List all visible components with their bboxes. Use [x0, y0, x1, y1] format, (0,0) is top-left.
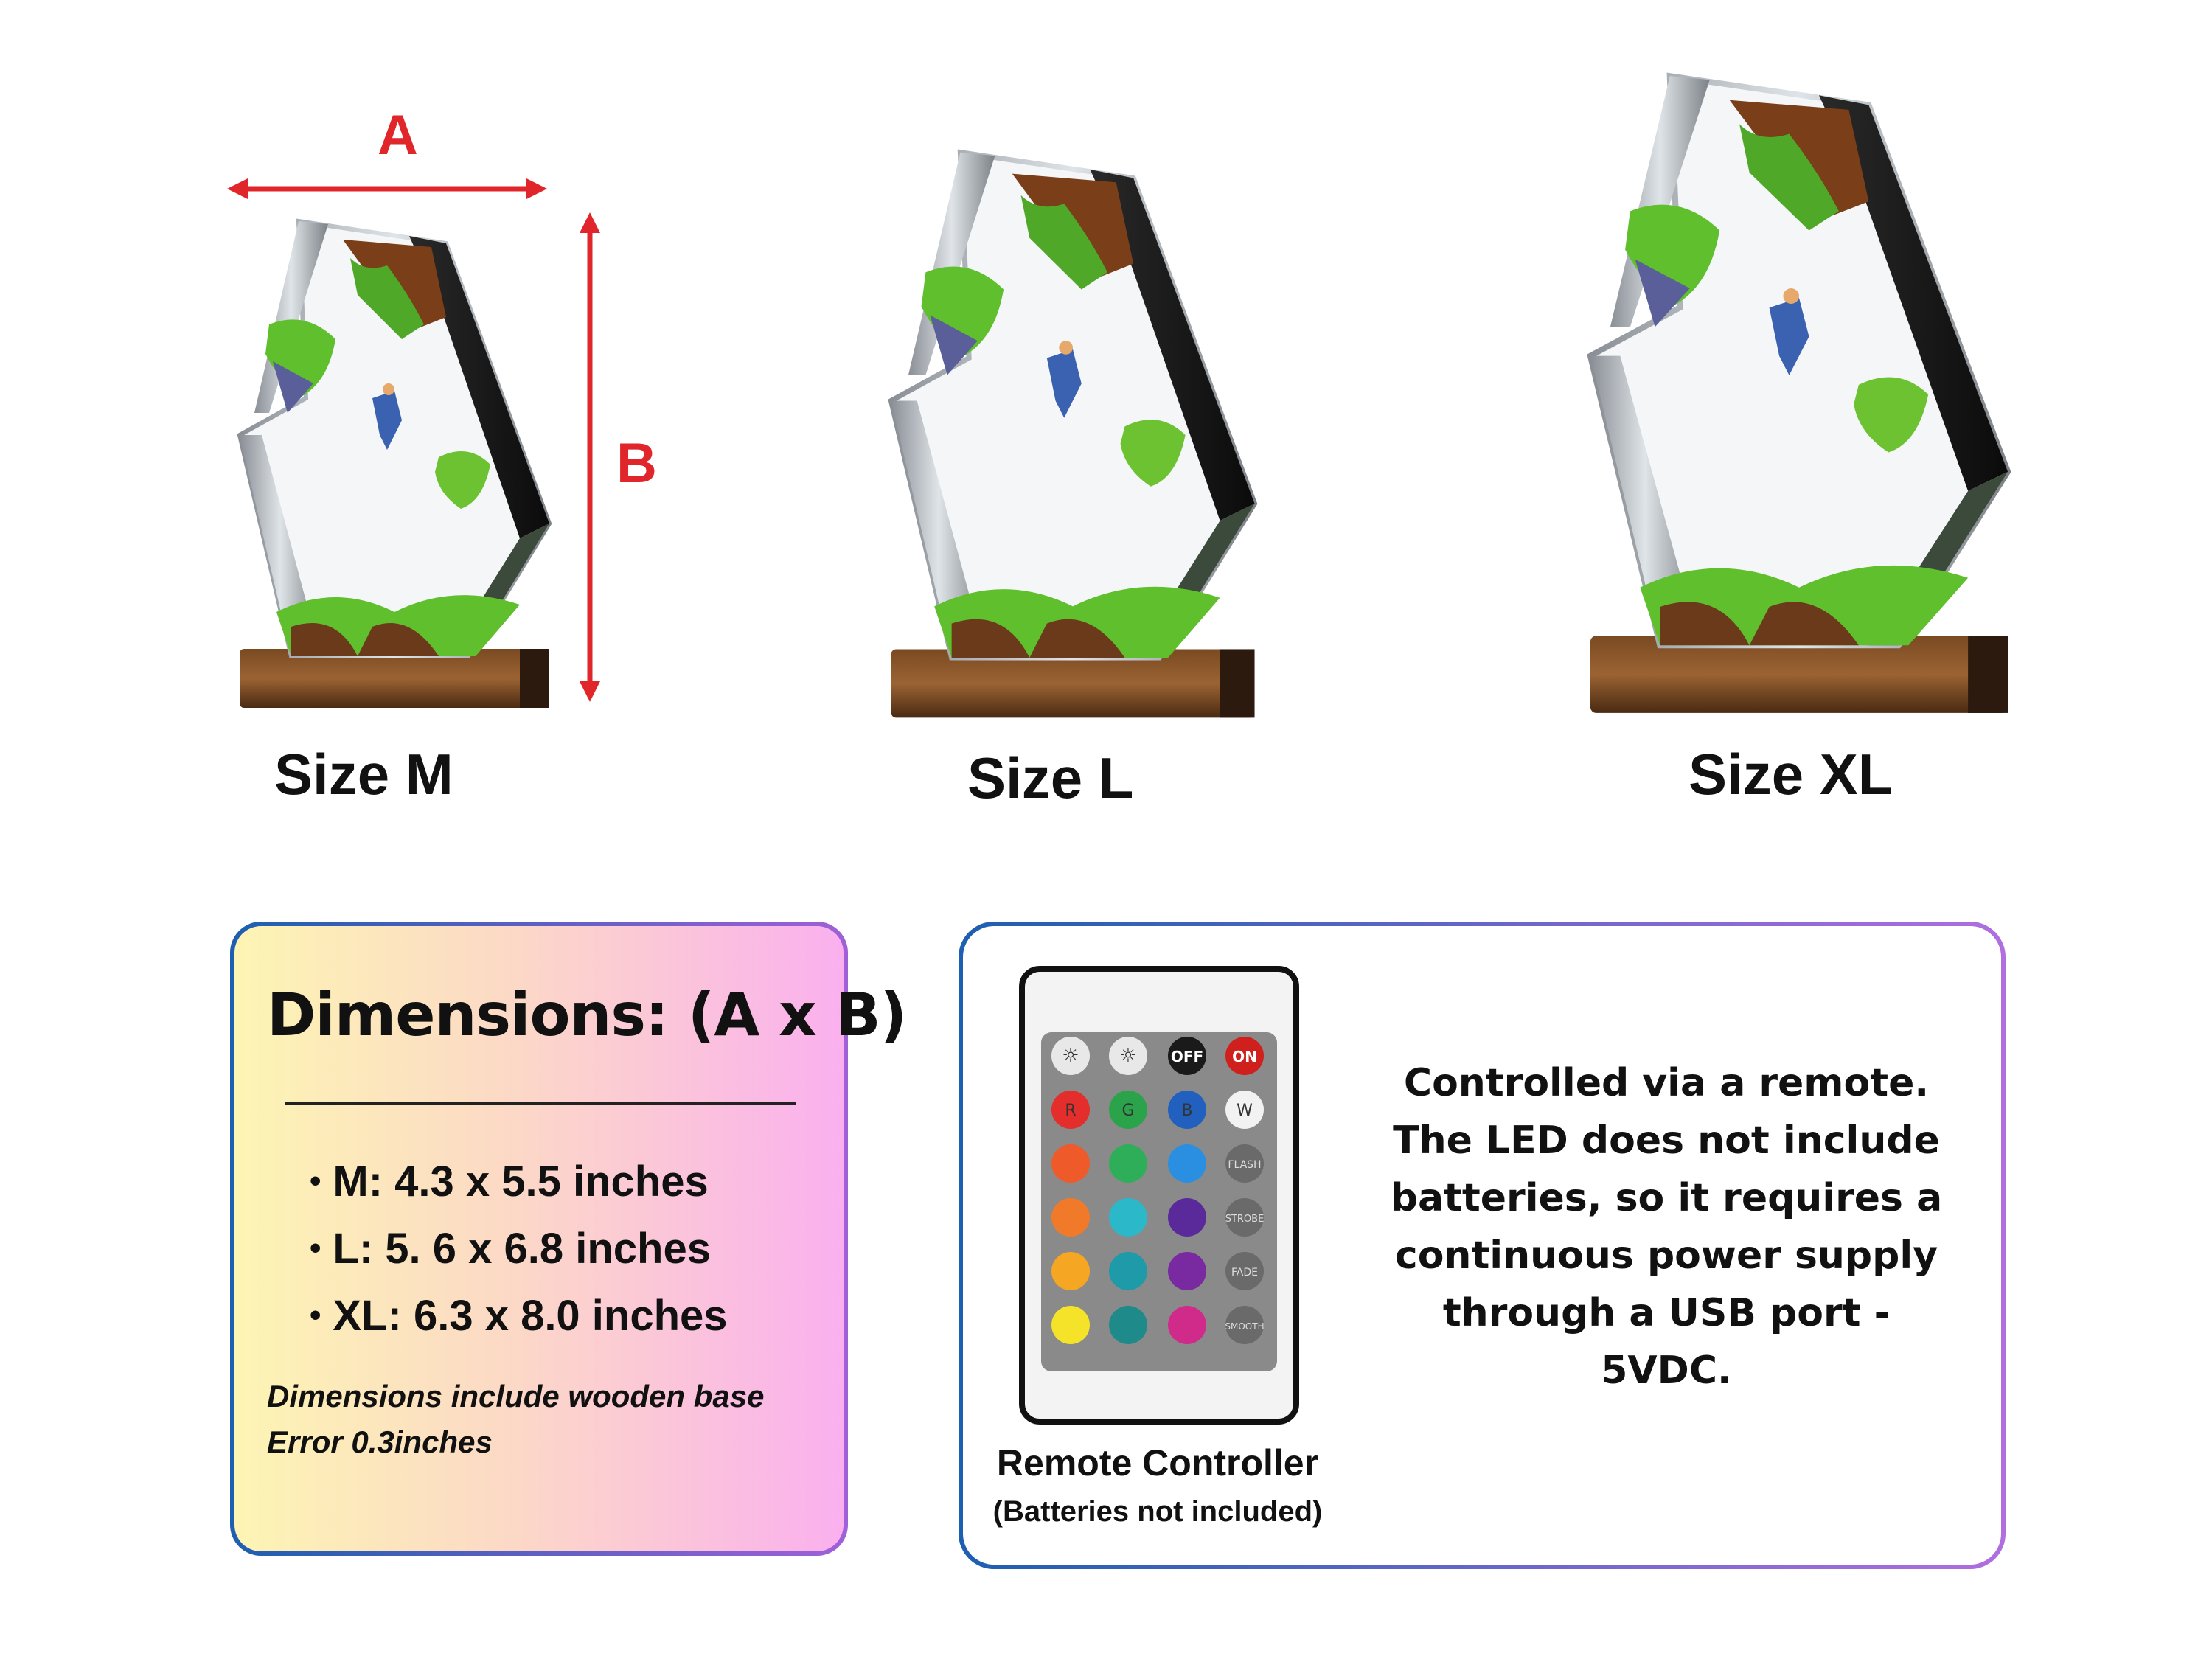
divider — [285, 1102, 796, 1105]
remote-controller-image: ☼ ☼ OFF ON R G B W FLASH STROBE FADE SMO… — [1019, 966, 1299, 1425]
size-m-label: Size M — [274, 742, 453, 807]
description-line: through a USB port - — [1442, 1291, 1891, 1335]
description-line: continuous power supply — [1394, 1234, 1938, 1278]
red-button: R — [1065, 1102, 1076, 1120]
dimension-b-arrow — [580, 212, 600, 702]
strobe-button: STROBE — [1225, 1214, 1265, 1225]
list-item: XL: 6.3 x 8.0 inches — [310, 1284, 727, 1352]
blue-button: B — [1181, 1102, 1192, 1120]
lamp-size-l-image — [874, 144, 1272, 726]
size-l-label: Size L — [967, 745, 1134, 810]
dimensions-list: M: 4.3 x 5.5 inches L: 5. 6 x 6.8 inches… — [310, 1150, 728, 1352]
list-item: L: 5. 6 x 6.8 inches — [310, 1217, 728, 1284]
green-button: G — [1121, 1102, 1134, 1120]
dimension-a-arrow — [227, 178, 547, 199]
description-line: The LED does not include — [1393, 1119, 1940, 1163]
smooth-button: SMOOTH — [1225, 1321, 1264, 1332]
remote-description: Controlled via a remote. The LED does no… — [1386, 1054, 1947, 1399]
size-xl-label: Size XL — [1688, 742, 1893, 807]
flash-button: FLASH — [1228, 1159, 1261, 1171]
lamp-size-m-image — [225, 214, 564, 715]
brightness-up-icon: ☼ — [1062, 1045, 1079, 1067]
description-line: batteries, so it requires a — [1390, 1176, 1943, 1220]
description-line: 5VDC. — [1601, 1349, 1732, 1393]
dimensions-title: Dimensions: (A x B) — [267, 981, 907, 1049]
brightness-down-icon: ☼ — [1119, 1045, 1136, 1067]
dimension-b-label: B — [616, 432, 657, 495]
dimensions-note-error: Error 0.3inches — [267, 1425, 493, 1459]
dimension-a-label: A — [378, 104, 418, 167]
white-button: W — [1237, 1102, 1253, 1120]
description-line: Controlled via a remote. — [1403, 1061, 1930, 1105]
off-button: OFF — [1171, 1048, 1203, 1065]
remote-caption: Remote Controller — [996, 1442, 1319, 1484]
on-button: ON — [1232, 1048, 1257, 1065]
fade-button: FADE — [1231, 1267, 1258, 1279]
dimensions-note-base: Dimensions include wooden base — [267, 1379, 765, 1413]
list-item: M: 4.3 x 5.5 inches — [310, 1150, 728, 1217]
remote-sub-caption: (Batteries not included) — [992, 1495, 1323, 1528]
lamp-size-xl-image — [1571, 66, 2028, 723]
